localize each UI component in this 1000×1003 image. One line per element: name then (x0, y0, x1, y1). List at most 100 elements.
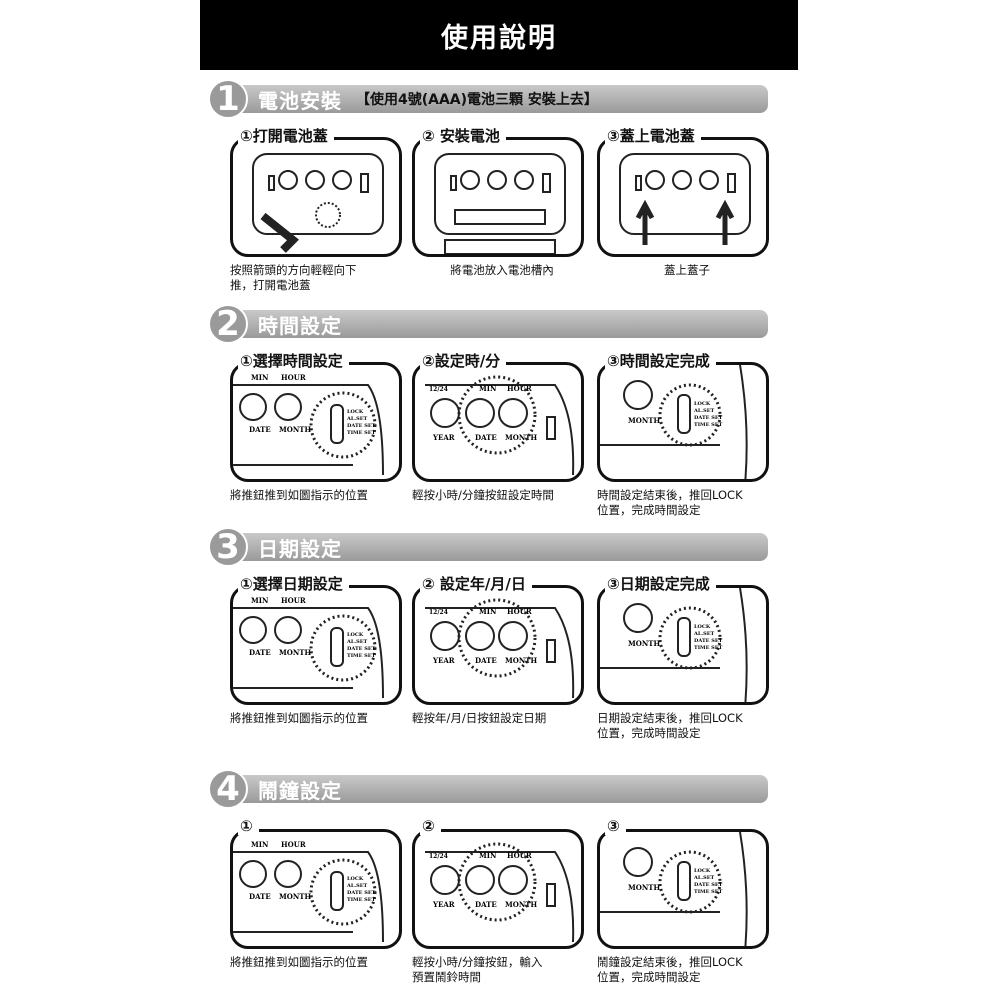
illustration-label: DATE SET (347, 423, 376, 429)
illustration-label: TIME SET (694, 422, 723, 428)
section-number: 4 (208, 769, 248, 809)
step-label: ②設定時/分 (420, 350, 507, 371)
step-label: ③蓋上電池蓋 (605, 125, 701, 146)
illustration-label: AL.SET (693, 408, 715, 414)
illustration-label: 12/24 (429, 853, 448, 860)
section-header: 1 電池安裝 【使用4號(AAA)電池三顆 安裝上去】 (208, 79, 768, 119)
section-1: 1 電池安裝 【使用4號(AAA)電池三顆 安裝上去】 ①打開電池蓋 按照箭頭的… (208, 79, 769, 313)
section-title: 鬧鐘設定 (258, 778, 342, 803)
step-label: ①選擇日期設定 (238, 573, 349, 594)
illustration-label: LOCK (694, 401, 711, 407)
illustration-label: TIME SET (694, 889, 723, 895)
illustration-label: DATE SET (694, 882, 723, 888)
step-label: ①打開電池蓋 (238, 125, 334, 146)
step-illustration (412, 137, 584, 257)
illustration-label: DATE SET (347, 890, 376, 896)
step-caption: 時間設定結束後，推回LOCK 位置，完成時間設定 (597, 488, 743, 517)
illustration-label: AL.SET (346, 416, 368, 422)
illustration-label: MIN (251, 596, 269, 605)
illustration-label: MONTH (279, 892, 311, 901)
illustration-label: TIME SET (347, 430, 376, 436)
illustration-label: DATE (249, 425, 271, 434)
step-caption: 日期設定結束後，推回LOCK 位置，完成時間設定 (597, 711, 743, 740)
section-header: 3 日期設定 (208, 527, 768, 567)
illustration-label: LOCK (694, 624, 711, 630)
illustration-label: 12/24 (429, 386, 448, 393)
step-caption: 按照箭頭的方向輕輕向下 推，打開電池蓋 (230, 263, 357, 292)
illustration-label: MIN (251, 373, 269, 382)
illustration-label: DATE (249, 648, 271, 657)
step-label: ③ (605, 817, 626, 835)
clock-illustration (619, 153, 751, 245)
step-label: ① (238, 817, 259, 835)
illustration-label: AL.SET (346, 883, 368, 889)
step-label: ② 設定年/月/日 (420, 573, 532, 594)
page-title: 使用說明 (441, 22, 557, 54)
illustration-label: YEAR (432, 433, 455, 442)
illustration-label: TIME SET (694, 645, 723, 651)
illustration-label: LOCK (694, 868, 711, 874)
step-caption: 將推鈕推到如圖指示的位置 (230, 711, 368, 725)
illustration-label: DATE (249, 892, 271, 901)
section-number: 2 (208, 304, 248, 344)
illustration-label: MONTH (628, 639, 660, 648)
illustration-label: AL.SET (693, 631, 715, 637)
illustration-label: MONTH (628, 883, 660, 892)
section-note: 【使用4號(AAA)電池三顆 安裝上去】 (356, 92, 598, 108)
step-caption: 鬧鐘設定結束後，推回LOCK 位置，完成時間設定 (597, 955, 743, 984)
step-label: ② 安裝電池 (420, 125, 506, 146)
illustration-label: YEAR (432, 900, 455, 909)
illustration-label: MONTH (505, 656, 537, 665)
illustration-label: AL.SET (346, 639, 368, 645)
step-label: ③日期設定完成 (605, 573, 716, 594)
illustration-label: MONTH (279, 648, 311, 657)
step-caption: 將推鈕推到如圖指示的位置 (230, 488, 368, 502)
illustration-label: TIME SET (347, 653, 376, 659)
section-header: 2 時間設定 (208, 304, 768, 344)
illustration-label: MONTH (505, 900, 537, 909)
illustration-label: DATE SET (347, 646, 376, 652)
step-label: ② (420, 817, 441, 835)
illustration-label: LOCK (347, 409, 364, 415)
illustration-label: MIN (479, 607, 497, 616)
illustration-label: LOCK (347, 876, 364, 882)
illustration-label: DATE SET (694, 638, 723, 644)
illustration-label: MIN (479, 851, 497, 860)
section-title: 日期設定 (258, 536, 342, 561)
illustration-label: LOCK (347, 632, 364, 638)
step-label: ③時間設定完成 (605, 350, 716, 371)
illustration-label: HOUR (507, 851, 532, 860)
illustration-label: HOUR (281, 840, 306, 849)
clock-illustration (252, 153, 384, 253)
illustration-label: MONTH (505, 433, 537, 442)
illustration-label: HOUR (281, 596, 306, 605)
step-illustration (230, 137, 402, 257)
illustration-label: YEAR (432, 656, 455, 665)
illustration-label: DATE (475, 656, 497, 665)
illustration-label: 12/24 (429, 609, 448, 616)
step-illustration (597, 137, 769, 257)
illustration-label: DATE SET (694, 415, 723, 421)
section-title: 電池安裝 (258, 88, 342, 113)
illustration-label: HOUR (281, 373, 306, 382)
step-caption: 將電池放入電池槽內 (450, 263, 554, 277)
section-number: 3 (208, 527, 248, 567)
step-caption: 蓋上蓋子 (664, 263, 710, 277)
step-caption: 輕按小時/分鐘按鈕，輸入 預置鬧鈴時間 (412, 955, 543, 984)
illustration-label: DATE (475, 433, 497, 442)
illustration-label: HOUR (507, 384, 532, 393)
